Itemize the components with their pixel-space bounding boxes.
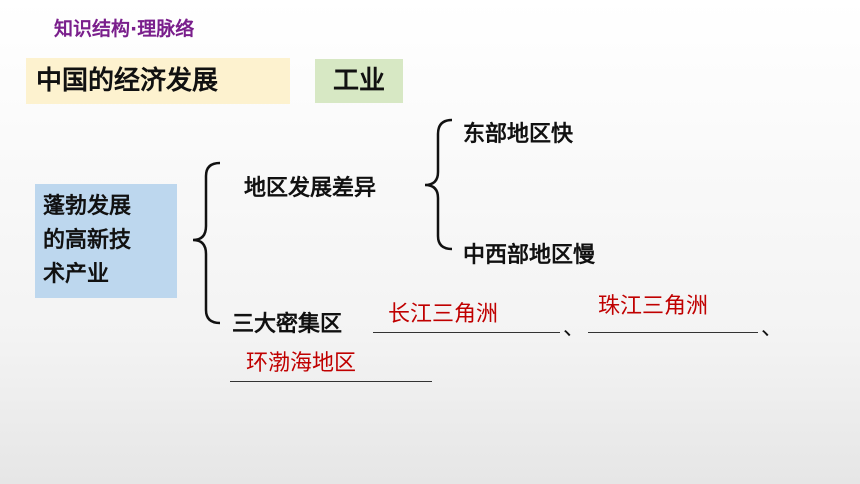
main-brace (192, 161, 221, 325)
root-line-1: 蓬勃发展 (43, 194, 132, 219)
node-east: 东部地区快 (463, 122, 574, 147)
separator-1: 、 (563, 316, 586, 341)
separator-2: 、 (761, 316, 784, 341)
blank-line-2 (588, 332, 758, 333)
node-clusters: 三大密集区 (232, 312, 343, 337)
page-title: 中国的经济发展 (26, 58, 290, 104)
root-line-2: 的高新技 (43, 228, 132, 253)
topic-badge: 工业 (315, 59, 403, 103)
node-midwest: 中西部地区慢 (463, 243, 596, 268)
answer-3: 环渤海地区 (246, 351, 357, 376)
answer-1: 长江三角洲 (388, 302, 499, 327)
blank-line-1 (373, 332, 560, 333)
root-line-3: 术产业 (43, 262, 110, 287)
root-node: 蓬勃发展 的高新技 术产业 (35, 184, 177, 298)
answer-2: 珠江三角洲 (598, 294, 709, 319)
sub-brace (424, 118, 453, 251)
blank-line-3 (230, 381, 432, 382)
node-regional-difference: 地区发展差异 (244, 176, 377, 201)
section-tag: 知识结构·理脉络 (54, 18, 195, 40)
